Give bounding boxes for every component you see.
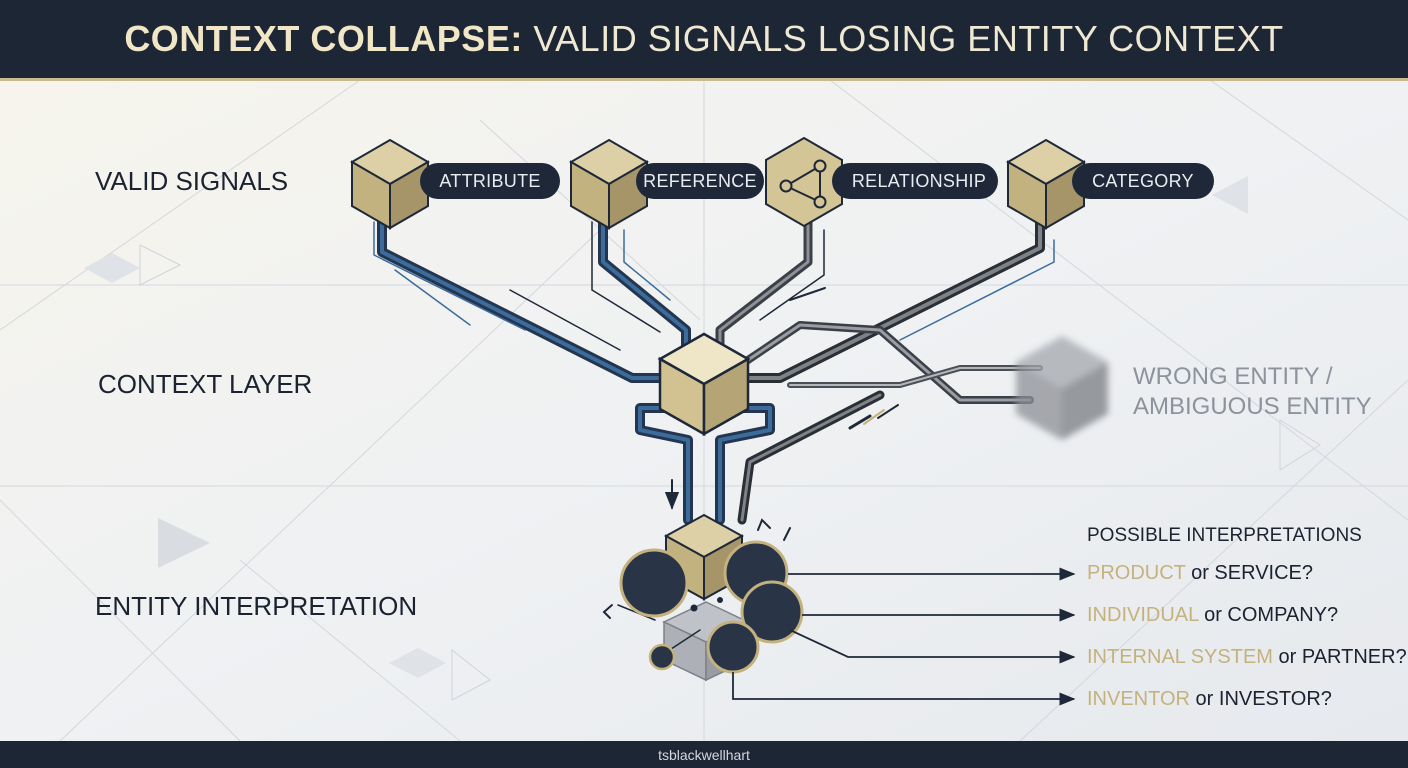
interpretation-rest: or SERVICE? [1185, 562, 1313, 584]
signal-pill-relationship: RELATIONSHIP [832, 163, 998, 199]
signal-connectors [373, 217, 1055, 525]
interpretation-rest: or COMPANY? [1198, 604, 1339, 626]
entity-cluster [602, 513, 804, 682]
signal-pill-reference: REFERENCE [636, 163, 764, 199]
footer-bar: tsblackwellhart [0, 741, 1408, 768]
row-label-context-layer: CONTEXT LAYER [98, 369, 313, 399]
signal-pill-attribute: ATTRIBUTE [420, 163, 560, 199]
interpretation-first: INVENTOR [1087, 688, 1190, 710]
arrow-internal-system [789, 629, 1076, 664]
interpretation-arrows [732, 567, 1076, 706]
title-rest: VALID SIGNALS LOSING ENTITY CONTEXT [522, 18, 1284, 59]
interpretation-item: PRODUCT or SERVICE? [1087, 562, 1313, 585]
interpretation-item: INTERNAL SYSTEM or PARTNER? [1087, 646, 1407, 669]
context-cube-icon [657, 332, 751, 437]
interpretation-first: PRODUCT [1087, 562, 1186, 584]
entity-node-small [648, 643, 676, 671]
network-relationship-icon [765, 136, 843, 228]
arrow-inventor [732, 672, 1076, 706]
background-triangles [139, 244, 1321, 701]
footer-credit: tsblackwellhart [658, 746, 750, 763]
cube-reference-icon [569, 138, 649, 230]
row-label-entity-interpretation: ENTITY INTERPRETATION [95, 591, 418, 621]
wrong-entity-label: WRONG ENTITY / AMBIGUOUS ENTITY [1133, 362, 1372, 422]
entity-node-bottom [706, 620, 760, 674]
wrong-entity-cube-icon [1016, 336, 1108, 440]
wrong-entity-line1: WRONG ENTITY / [1133, 363, 1333, 390]
row-label-valid-signals: VALID SIGNALS [95, 166, 289, 196]
entity-node-large [619, 548, 689, 618]
title-strong: CONTEXT COLLAPSE: [124, 18, 523, 59]
background-shapes [84, 176, 1248, 678]
interpretation-rest: or PARTNER? [1272, 646, 1407, 668]
interpretation-item: INVENTOR or INVESTOR? [1087, 688, 1332, 711]
header-bar: CONTEXT COLLAPSE: VALID SIGNALS LOSING E… [0, 0, 1408, 81]
cube-attribute-icon [350, 138, 430, 230]
cube-category-icon [1006, 138, 1086, 230]
interpretation-item: INDIVIDUAL or COMPANY? [1087, 604, 1338, 627]
signal-pill-category: CATEGORY [1072, 163, 1214, 199]
wrong-entity-line2: AMBIGUOUS ENTITY [1133, 393, 1372, 420]
interpretation-first: INTERNAL SYSTEM [1087, 646, 1273, 668]
entity-node-right [740, 580, 804, 644]
page-title: CONTEXT COLLAPSE: VALID SIGNALS LOSING E… [124, 18, 1283, 60]
interpretations-title: POSSIBLE INTERPRETATIONS [1087, 525, 1362, 546]
interpretation-first: INDIVIDUAL [1087, 604, 1199, 626]
interpretation-rest: or INVESTOR? [1189, 688, 1332, 710]
